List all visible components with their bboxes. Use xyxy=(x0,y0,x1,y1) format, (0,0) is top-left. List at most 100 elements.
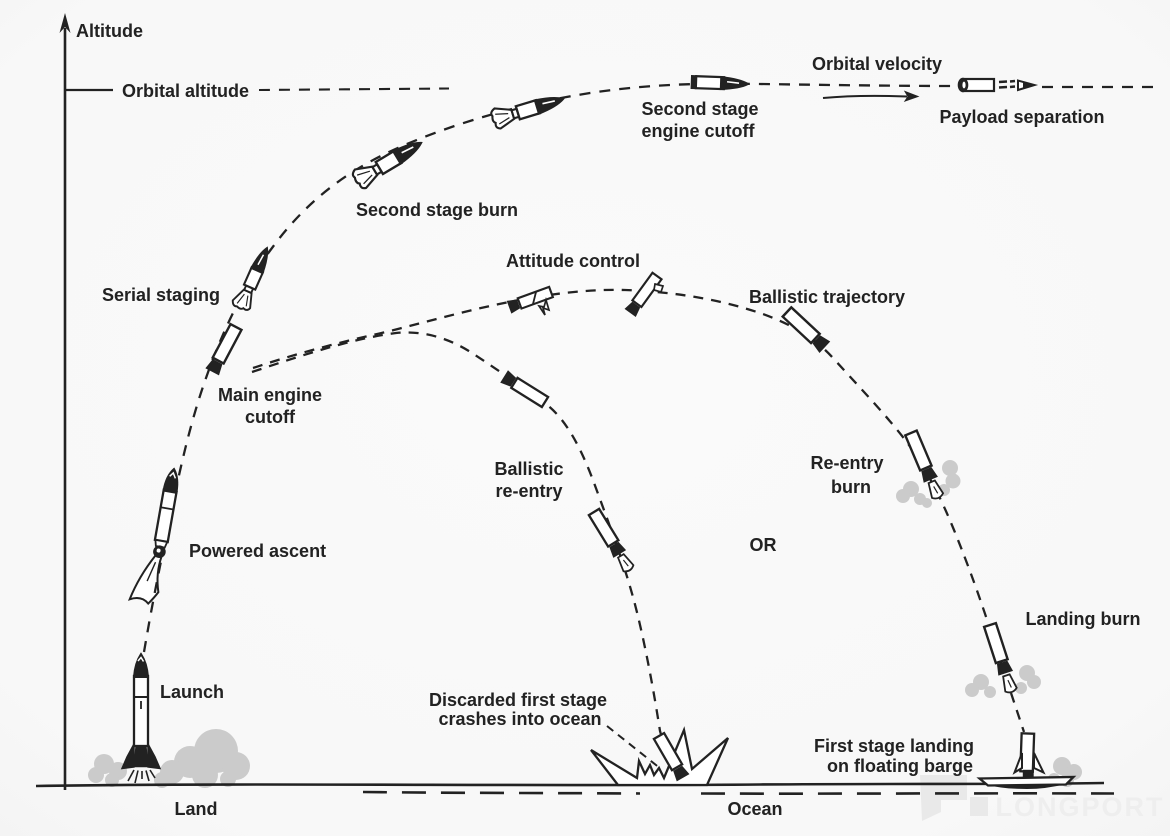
powered-ascent-rocket-line-1 xyxy=(160,506,174,511)
launch-rocket-path-1 xyxy=(137,656,145,662)
crashed-first-stage xyxy=(652,731,690,782)
separation-marks-line-2 xyxy=(998,85,1008,89)
barge-deck xyxy=(976,775,1077,787)
orbital-velocity-arrow-path-2 xyxy=(903,90,920,102)
label-main-engine-cutoff-2: cutoff xyxy=(245,407,296,427)
label-landing-burn: Landing burn xyxy=(1026,609,1141,629)
launch-exhaust-lines xyxy=(127,769,156,784)
splash-shape xyxy=(590,726,730,787)
attitude-control-booster-1-line-1 xyxy=(532,291,537,305)
payload-separation-group xyxy=(957,77,1039,93)
recovery-trajectory xyxy=(252,288,1026,733)
landing-leg-left xyxy=(1012,752,1023,775)
barge-hull xyxy=(988,784,1066,789)
launch-smoke-left-circle-4 xyxy=(105,773,119,787)
watermark-text: LONGPORT xyxy=(996,792,1165,822)
ballistic-reentry-trajectory xyxy=(251,331,667,749)
landing-leg-right xyxy=(1033,752,1046,775)
orbital-velocity-arrow xyxy=(822,90,920,102)
label-barge-landing-1: First stage landing xyxy=(814,736,974,756)
orbital-velocity-arrow-path-1 xyxy=(822,94,908,99)
label-second-stage-burn: Second stage burn xyxy=(356,200,518,220)
launch-rocket-body xyxy=(132,674,150,748)
crashed-first-stage-path-1 xyxy=(673,765,690,782)
launch-rocket-fin-left xyxy=(120,743,135,770)
label-ballistic-reentry-2: re-entry xyxy=(495,481,562,501)
label-ballistic-reentry-1: Ballistic xyxy=(494,459,563,479)
powered-ascent-rocket-circle-1 xyxy=(156,548,161,553)
powered-ascent-rocket xyxy=(153,467,179,559)
attitude-thruster-plume-2 xyxy=(653,282,665,294)
label-main-engine-cutoff-1: Main engine xyxy=(218,385,322,405)
launch-smoke-left-circle-3 xyxy=(88,767,104,783)
powered-ascent-flame-line-1 xyxy=(146,561,157,582)
crashed-first-stage-rect-1 xyxy=(652,731,684,772)
axis-label-altitude: Altitude xyxy=(76,21,143,41)
label-reentry-burn-2: burn xyxy=(831,477,871,497)
label-barge-landing-2: on floating barge xyxy=(827,756,973,776)
label-serial-staging: Serial staging xyxy=(102,285,220,305)
label-orbital-altitude: Orbital altitude xyxy=(122,81,249,101)
watermark-logo-flag-icon xyxy=(920,775,967,821)
label-payload-separation: Payload separation xyxy=(939,107,1104,127)
landing-burn-smoke-circle-3 xyxy=(984,686,996,698)
landing-burn-smoke xyxy=(965,665,1041,698)
payload-separation-group-path-1 xyxy=(1023,81,1033,89)
label-second-stage-cutoff-1: Second stage xyxy=(641,99,758,119)
reentry-burn-smoke-circle-7 xyxy=(922,498,932,508)
launch-rocket-nose xyxy=(132,652,150,678)
smoke-layer xyxy=(88,460,1082,788)
label-ballistic-trajectory: Ballistic trajectory xyxy=(749,287,905,307)
reentry-burn-smoke-circle-2 xyxy=(945,473,961,489)
launch-rocket xyxy=(120,652,162,784)
launch-rocket-path-2 xyxy=(133,746,149,768)
launch-exhaust-lines-path-5 xyxy=(149,769,156,779)
launch-smoke-left xyxy=(88,754,127,787)
reentry-burn-smoke-circle-5 xyxy=(896,489,910,503)
landed-first-stage-engine xyxy=(1022,769,1034,778)
label-second-stage-cutoff-2: engine cutoff xyxy=(642,121,756,141)
landing-burn-smoke-circle-5 xyxy=(1027,675,1041,689)
launch-smoke-right-circle-7 xyxy=(220,771,236,787)
second-stage-cutoff-rocket-rect-2 xyxy=(690,75,698,90)
label-land: Land xyxy=(175,799,218,819)
attitude-control-booster-1 xyxy=(506,285,555,316)
launch-smoke-right-circle-5 xyxy=(192,762,218,788)
separation-marks-line-3 xyxy=(1009,79,1016,83)
separation-marks-line-1 xyxy=(998,80,1008,84)
reentry-burn-smoke-circle-1 xyxy=(942,460,958,476)
barge-landing-group xyxy=(976,732,1077,789)
launch-smoke-right xyxy=(154,729,250,788)
payload-separation-group-ellipse-1 xyxy=(962,81,966,89)
attitude-control-booster-2 xyxy=(624,271,665,318)
second-stage-cutoff-rocket xyxy=(690,75,751,91)
launch-exhaust-lines-path-1 xyxy=(127,769,135,782)
altitude-axis-arrow-icon xyxy=(59,13,71,33)
watermark: LONGPORT xyxy=(920,775,1165,822)
labels-layer: Altitude Orbital altitude Launch Powered… xyxy=(76,21,1140,819)
attitude-thruster-plume-1 xyxy=(537,296,551,316)
orbital-altitude-dashes xyxy=(258,87,450,92)
crash-callout-line xyxy=(606,725,662,770)
watermark-logo-block-icon xyxy=(970,797,988,816)
label-launch: Launch xyxy=(160,682,224,702)
label-ocean: Ocean xyxy=(727,799,782,819)
landing-burn-smoke-circle-2 xyxy=(965,683,979,697)
label-crash-2: crashes into ocean xyxy=(438,709,601,729)
separation-marks-line-4 xyxy=(1009,85,1016,89)
label-reentry-burn-1: Re-entry xyxy=(810,453,883,473)
landing-burn-smoke-circle-6 xyxy=(1015,682,1027,694)
launch-rocket-fin-right xyxy=(147,743,162,770)
reentry-burn-smoke xyxy=(896,460,961,508)
label-or: OR xyxy=(750,535,777,555)
separation-marks xyxy=(998,79,1016,89)
label-orbital-velocity: Orbital velocity xyxy=(812,54,942,74)
label-powered-ascent: Powered ascent xyxy=(189,541,326,561)
launch-exhaust-lines-path-2 xyxy=(134,770,139,784)
powered-ascent-flame xyxy=(127,554,164,606)
label-crash-1: Discarded first stage xyxy=(429,690,607,710)
crash-splash-group xyxy=(590,726,730,787)
